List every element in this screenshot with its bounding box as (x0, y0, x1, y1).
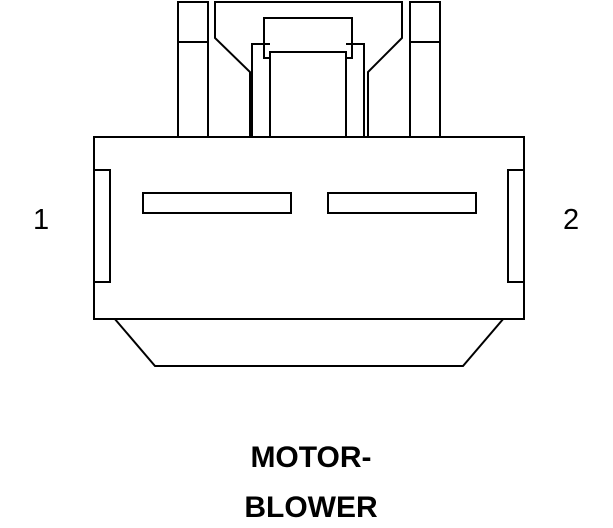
terminal-slot-2 (327, 192, 477, 214)
caption-line-1: MOTOR- (250, 441, 371, 474)
pin-label-1: 1 (33, 204, 49, 236)
connector-base (111, 317, 507, 367)
pin-label-2: 2 (563, 204, 579, 236)
left-side-tab (93, 169, 111, 283)
terminal-slot-1 (142, 192, 292, 214)
right-side-tab (507, 169, 525, 283)
caption-line-2: BLOWER (244, 491, 378, 524)
connector-body (93, 136, 525, 320)
right-top-tab (409, 1, 441, 139)
left-top-tab (177, 1, 209, 139)
center-lock-inner (269, 51, 347, 139)
